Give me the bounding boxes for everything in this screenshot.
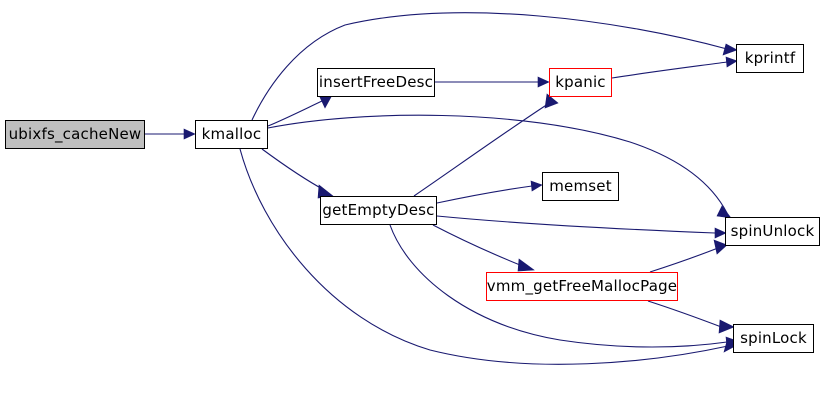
node-label: insertFreeDesc [318,73,434,91]
edge-getEmptyDesc-to-spinUnlock [436,215,727,239]
node-label: spinLock [740,329,807,347]
node-label: kpanic [555,73,606,91]
edge-getEmptyDesc-to-kpanic [413,93,559,197]
node-getemptydesc[interactable]: getEmptyDesc [320,196,437,225]
edge-kmalloc-to-spinUnlock [267,114,732,219]
node-label: ubixfs_cacheNew [8,125,142,143]
edge-kmalloc-to-insertFreeDesc [267,92,332,127]
node-label: kprintf [744,49,796,67]
edge-vmm_getFreeMallocPage-to-spinUnlock [649,239,728,273]
edge-kmalloc-to-getEmptyDesc [261,148,334,199]
node-label: getEmptyDesc [322,201,435,219]
node-label: memset [549,177,612,195]
node-label: vmm_getFreeMallocPage [486,277,678,295]
edge-kmalloc-to-kprintf [251,12,738,121]
edge-insertFreeDesc-to-kpanic [435,76,550,88]
node-kprintf[interactable]: kprintf [736,44,804,73]
edge-kmalloc-to-spinLock [239,148,738,365]
node-memset[interactable]: memset [542,172,619,201]
edge-ubixfs_cacheNew-to-kmalloc [145,128,196,140]
edge-vmm_getFreeMallocPage-to-spinLock [647,300,735,334]
node-kmalloc[interactable]: kmalloc [195,120,268,149]
node-kpanic[interactable]: kpanic [549,68,612,97]
edge-getEmptyDesc-to-spinLock [389,224,738,348]
node-insertfreedesc[interactable]: insertFreeDesc [317,68,435,97]
node-spinunlock[interactable]: spinUnlock [725,217,820,246]
node-spinlock[interactable]: spinLock [733,324,814,353]
edge-kpanic-to-kprintf [611,56,738,79]
node-ubixfs-cachenew[interactable]: ubixfs_cacheNew [5,120,145,149]
edge-getEmptyDesc-to-vmm_getFreeMallocPage [432,224,535,272]
node-label: spinUnlock [730,222,815,240]
node-label: kmalloc [201,125,262,143]
edge-getEmptyDesc-to-memset [436,180,543,204]
node-vmm-getfreemallocpage[interactable]: vmm_getFreeMallocPage [486,272,678,301]
